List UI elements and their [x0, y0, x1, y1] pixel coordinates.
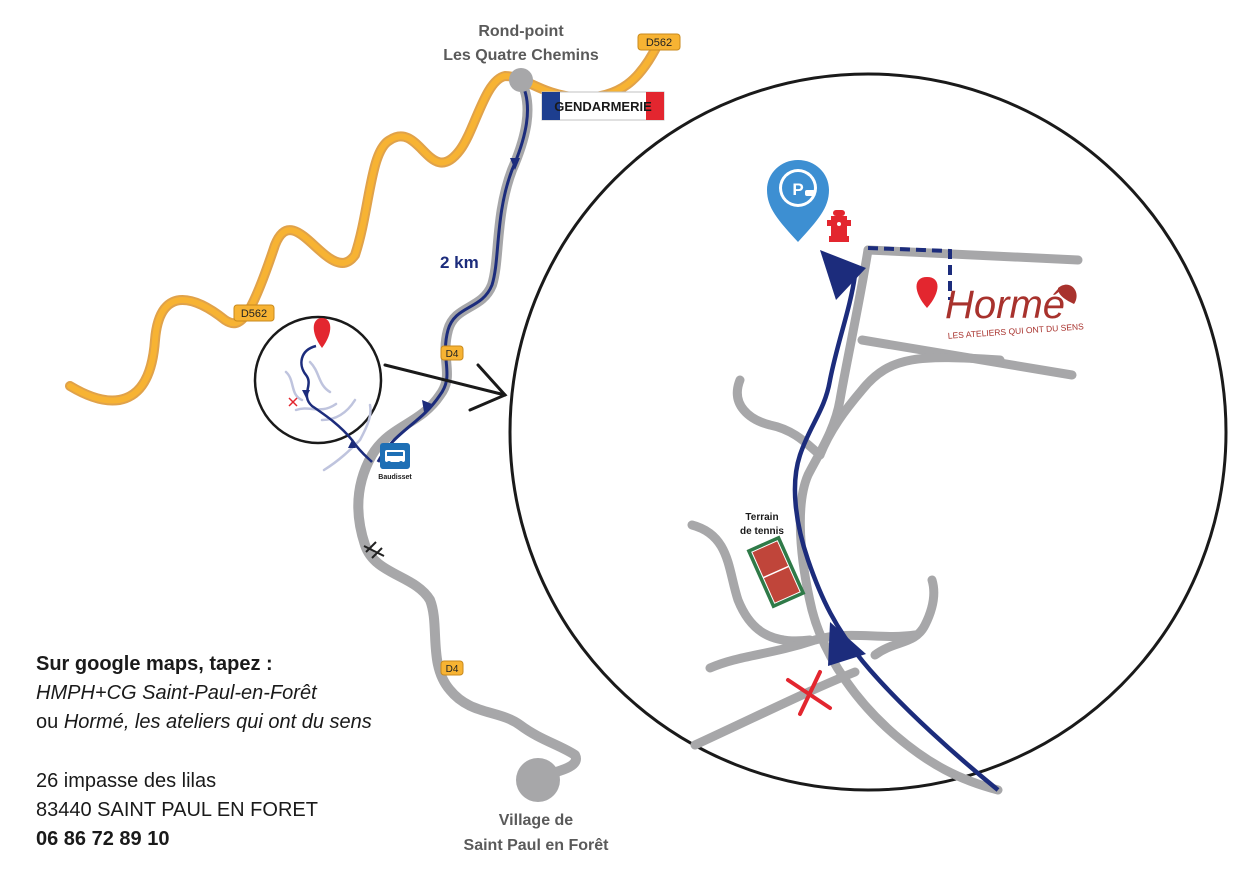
address-info: Sur google maps, tapez : HMPH+CG Saint-P… [36, 650, 372, 854]
route-main [376, 79, 529, 463]
bridge-icon [363, 541, 385, 559]
road-badge-d4-top: D4 [440, 345, 464, 361]
route-arrow [828, 622, 866, 666]
bus-stop-icon [380, 443, 410, 469]
road-badge-d562-top: D562 [637, 33, 681, 51]
tennis-label: de tennis [740, 526, 784, 537]
tennis-court-icon [746, 535, 806, 609]
tennis-label: Terrain [745, 512, 778, 523]
zoom-pointer-arrow [383, 363, 508, 412]
search-hint-1: HMPH+CG Saint-Paul-en-Forêt [36, 682, 317, 704]
svg-text:GENDARMERIE: GENDARMERIE [554, 99, 652, 114]
search-hint-2-text: Hormé, les ateliers qui ont du sens [63, 711, 372, 733]
route-arrow [348, 440, 356, 448]
address-city: 83440 SAINT PAUL EN FORET [36, 799, 318, 821]
road-badge-d4-bottom: D4 [440, 660, 464, 676]
route-arrow [510, 158, 520, 170]
address-street: 26 impasse des lilas [36, 770, 217, 792]
closed-road-icon [786, 670, 832, 716]
route-arrow [302, 390, 310, 398]
bus-stop-label: Baudisset [378, 474, 412, 481]
brand-name: Hormé [945, 283, 1065, 327]
roundabout-marker [509, 68, 533, 92]
search-hint-2: ou Hormé, les ateliers qui ont du sens [36, 708, 372, 737]
fire-hydrant-icon [827, 210, 851, 242]
svg-text:D4: D4 [446, 664, 459, 675]
village-marker [516, 758, 560, 802]
road-badge-d562-left: D562 [233, 304, 275, 322]
brand-leaf-icon [1058, 284, 1077, 304]
detail-circle-small [253, 315, 383, 472]
svg-text:D562: D562 [241, 308, 267, 320]
route-arrow [422, 400, 432, 412]
svg-text:D4: D4 [446, 349, 459, 360]
info-heading: Sur google maps, tapez : [36, 653, 273, 675]
svg-text:P: P [792, 180, 803, 199]
distance-label: 2 km [440, 253, 479, 272]
roundabout-label: Les Quatre Chemins [443, 47, 599, 64]
location-pin-icon [916, 277, 938, 308]
detail-circle-large: Terrain de tennis P Hormé LES ATELI [508, 72, 1228, 795]
gendarmerie-sign: GENDARMERIE [541, 91, 665, 121]
village-label: Saint Paul en Forêt [464, 837, 610, 854]
route-arrow [820, 250, 866, 300]
closed-road-icon [288, 397, 298, 407]
location-pin-icon [313, 318, 331, 348]
walking-path [867, 246, 952, 300]
roundabout-label: Rond-point [478, 23, 564, 40]
svg-text:D562: D562 [646, 37, 672, 49]
village-label: Village de [499, 812, 574, 829]
parking-pin-icon: P [767, 160, 829, 242]
or-word: ou [36, 711, 59, 733]
phone-number: 06 86 72 89 10 [36, 828, 170, 850]
